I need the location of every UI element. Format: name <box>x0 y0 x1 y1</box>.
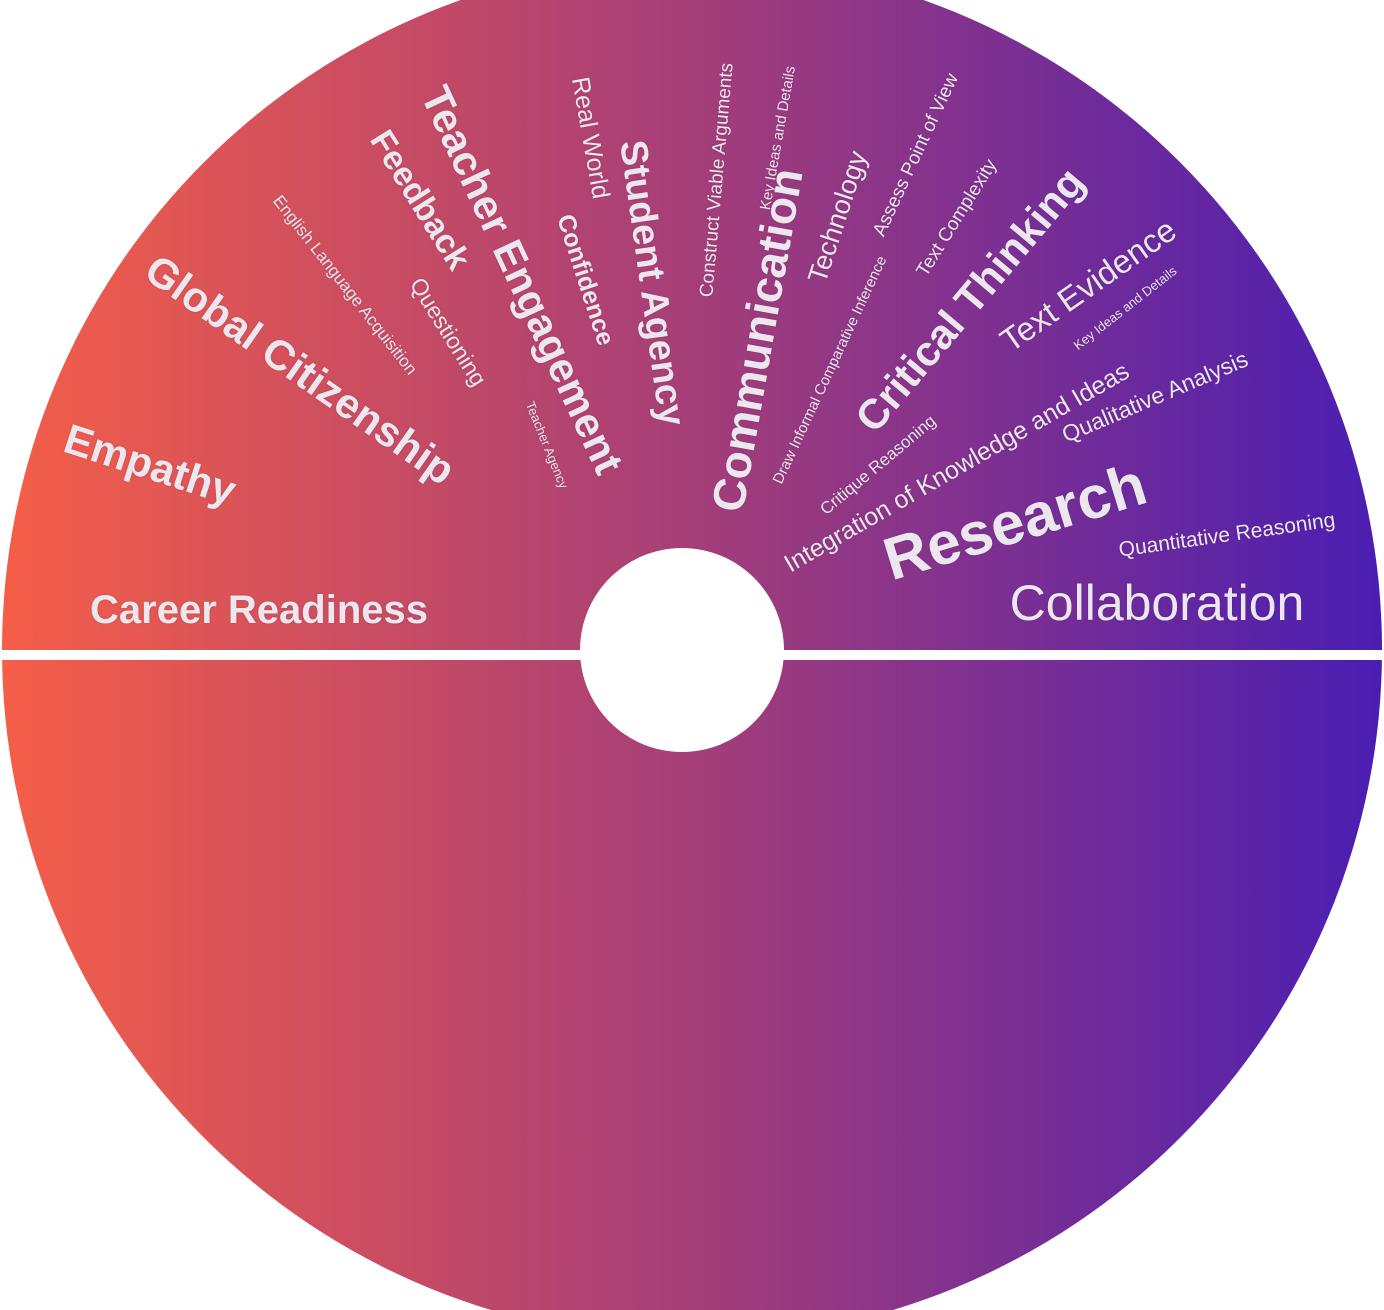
word-career-readiness: Career Readiness <box>90 588 428 632</box>
bottom-edge <box>0 650 1384 660</box>
word-collaboration: Collaboration <box>1009 575 1305 631</box>
